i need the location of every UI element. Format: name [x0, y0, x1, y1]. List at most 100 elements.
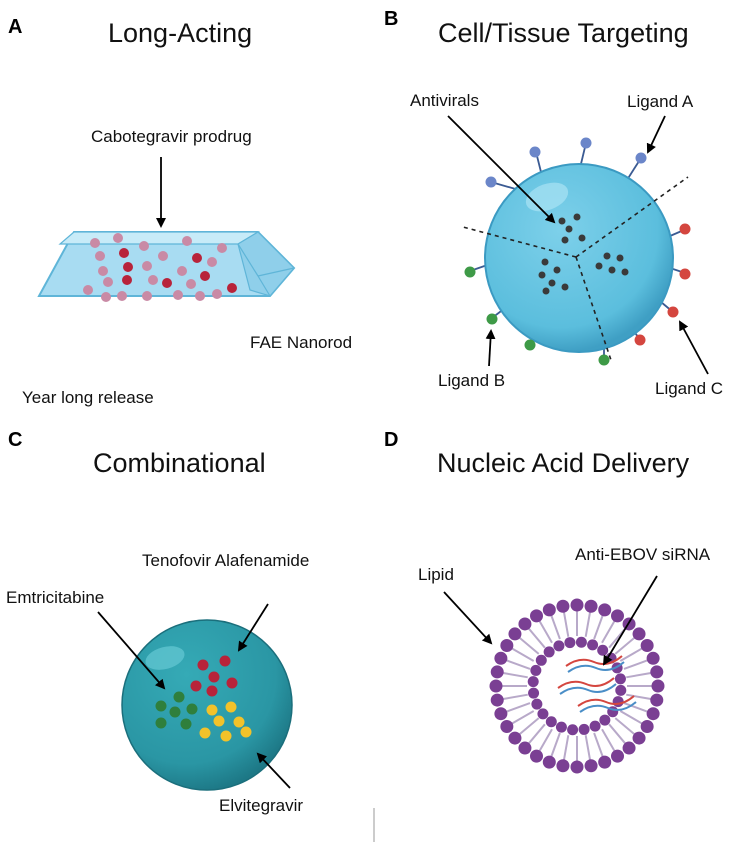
lipid-tail [593, 732, 604, 757]
sirna-label: Anti-EBOV siRNA [575, 545, 711, 564]
lipid-tail [528, 627, 546, 649]
lipid-label: Lipid [418, 565, 454, 584]
panel-d: D Nucleic Acid Delivery Lipid Anti-EBOV … [384, 429, 711, 774]
lipid-head-outer [530, 749, 543, 763]
panel-c-title: Combinational [93, 448, 266, 478]
lipid-head-outer [500, 720, 514, 733]
lipid-head-outer [584, 759, 598, 773]
ligand-a-heads [485, 137, 647, 188]
antiviral-dots [538, 213, 629, 295]
lipid-head-inner [589, 720, 601, 732]
lipid-head-inner [614, 673, 626, 685]
lipid-head-outer [518, 741, 532, 755]
lipid-head-outer [494, 651, 508, 665]
lipid-tail [601, 728, 616, 752]
lipid-head-inner [530, 664, 542, 676]
panel-c: C Combinational Tenofovir Alafenamide Em… [6, 429, 309, 815]
lipid-tail [528, 723, 546, 745]
lipid-tail [593, 615, 604, 640]
lipid-tail [614, 637, 636, 655]
ligand-c-heads [634, 223, 691, 346]
lipid-head-inner [531, 698, 543, 710]
taf-arrow [237, 603, 269, 652]
lipid-head-outer [640, 720, 654, 733]
lipid-tail [619, 647, 643, 662]
lipid-head-outer [598, 755, 612, 769]
fae-nanorod-label: FAE Nanorod [250, 333, 352, 352]
lipid-head-outer [598, 603, 612, 617]
panel-b-title: Cell/Tissue Targeting [438, 18, 689, 48]
lipid-head-inner [527, 676, 539, 688]
lipid-head-outer [518, 617, 532, 631]
lipid-head-outer [646, 707, 660, 721]
lipid-head-inner [553, 640, 565, 652]
taf-particles [190, 655, 238, 697]
prodrug-particles [83, 233, 237, 302]
lipid-head-inner [575, 636, 587, 648]
lipid-tail [511, 710, 535, 725]
antivirals-label: Antivirals [410, 91, 479, 110]
lipid-nanoparticle [489, 598, 665, 774]
lipid-head-outer [490, 693, 504, 707]
lipid-head-outer [584, 599, 598, 613]
lipid-head-outer [611, 609, 624, 623]
ftc-arrow [97, 611, 166, 690]
lipid-head-outer [508, 627, 522, 641]
targeting-nanoparticle [484, 163, 674, 353]
lipid-tail [623, 702, 648, 713]
lipid-head-outer [508, 731, 522, 745]
lipid-head-inner [564, 637, 576, 649]
lipid-tail [614, 717, 636, 735]
lipid-tail [506, 659, 531, 670]
lipid-head-inner [555, 721, 567, 733]
lipid-tail [518, 637, 540, 655]
lipid-head-inner [543, 646, 555, 658]
lipid-tail [538, 728, 553, 752]
lipid-head-inner [528, 687, 540, 699]
lipid-tail [608, 723, 626, 745]
lipid-tail [619, 710, 643, 725]
lipid-tail [562, 611, 570, 637]
lipid-head-outer [542, 755, 556, 769]
lipid-head-inner [587, 639, 599, 651]
panel-a: A Long-Acting Cabotegravir prodrug [8, 16, 352, 407]
panel-b: B Cell/Tissue Targeting [384, 8, 723, 398]
lipid-tail [550, 732, 561, 757]
lipid-tail [626, 671, 652, 679]
panel-c-letter: C [8, 429, 22, 451]
year-long-release-label: Year long release [22, 388, 154, 407]
cabotegravir-label: Cabotegravir prodrug [91, 127, 252, 146]
lipid-head-inner [545, 716, 557, 728]
lipid-head-outer [646, 651, 660, 665]
combination-nanoparticle [121, 619, 293, 791]
panel-a-letter: A [8, 16, 22, 38]
lipid-tail [502, 671, 528, 679]
lipid-head-inner [612, 696, 624, 708]
ligand-c-label: Ligand C [655, 379, 723, 398]
evg-particles [199, 701, 252, 742]
evg-arrow [256, 752, 291, 789]
panel-b-letter: B [384, 8, 398, 30]
sirna-strands [557, 655, 637, 713]
lipid-head-outer [622, 741, 636, 755]
lipid-head-inner [599, 714, 611, 726]
lipid-head-outer [640, 639, 654, 652]
ftc-particles [155, 691, 198, 730]
lipid-head-outer [632, 731, 646, 745]
lipid-head-inner [535, 654, 547, 666]
lipid-head-outer [556, 759, 570, 773]
ligand-c-arrow [679, 320, 709, 375]
lipid-tail [562, 735, 570, 761]
panel-d-title: Nucleic Acid Delivery [437, 448, 690, 478]
panel-a-title: Long-Acting [108, 18, 252, 48]
lipid-head-outer [650, 693, 664, 707]
lipid-tail [518, 717, 540, 735]
lipid-head-outer [611, 749, 624, 763]
nanorod [37, 231, 296, 302]
lipid-head-inner [578, 723, 590, 735]
ligand-a-arrow [646, 115, 666, 154]
lipid-head-outer [500, 639, 514, 652]
lipid-head-inner [597, 644, 609, 656]
lipid-head-outer [570, 760, 584, 774]
